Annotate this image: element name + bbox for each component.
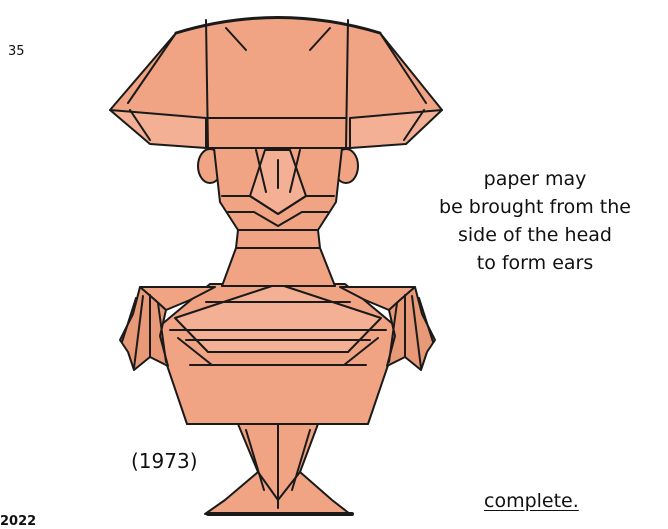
instruction-note: paper may be brought from the side of th… — [404, 165, 666, 277]
year-label: (1973) — [131, 449, 198, 473]
body — [155, 284, 400, 424]
legs — [205, 424, 352, 514]
head — [214, 148, 342, 248]
note-line: be brought from the — [404, 193, 666, 221]
note-line: paper may — [404, 165, 666, 193]
footer-code: 2022 — [0, 514, 36, 529]
step-number: 35 — [8, 44, 25, 59]
note-line: to form ears — [404, 249, 666, 277]
note-line: side of the head — [404, 221, 666, 249]
status-label: complete. — [484, 490, 579, 512]
hat — [110, 18, 442, 149]
neck — [222, 248, 335, 286]
